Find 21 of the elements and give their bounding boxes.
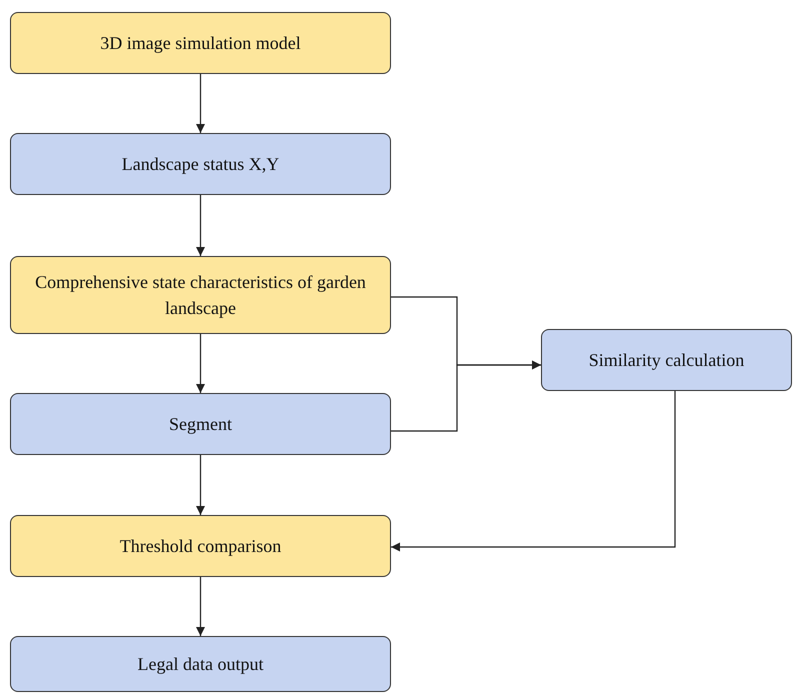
arrow	[196, 334, 205, 393]
arrow	[391, 360, 541, 432]
process-box	[10, 636, 391, 692]
process-box	[10, 133, 391, 195]
arrow	[196, 74, 205, 133]
box-label: Comprehensive state characteristics of garden landscape	[34, 271, 367, 320]
box-label: Legal data output	[138, 653, 264, 676]
process-box	[10, 515, 391, 577]
process-box	[541, 329, 792, 391]
arrow	[391, 391, 676, 552]
box-label: Threshold comparison	[120, 535, 282, 558]
process-box	[10, 12, 391, 74]
box-label: Segment	[169, 413, 232, 436]
box-label: Landscape status X,Y	[122, 153, 280, 176]
process-box	[10, 393, 391, 455]
box-label: Similarity calculation	[588, 349, 744, 372]
process-box	[10, 256, 391, 334]
arrow	[196, 577, 205, 636]
arrow	[196, 195, 205, 256]
box-label: 3D image simulation model	[100, 32, 301, 55]
arrow	[196, 455, 205, 515]
